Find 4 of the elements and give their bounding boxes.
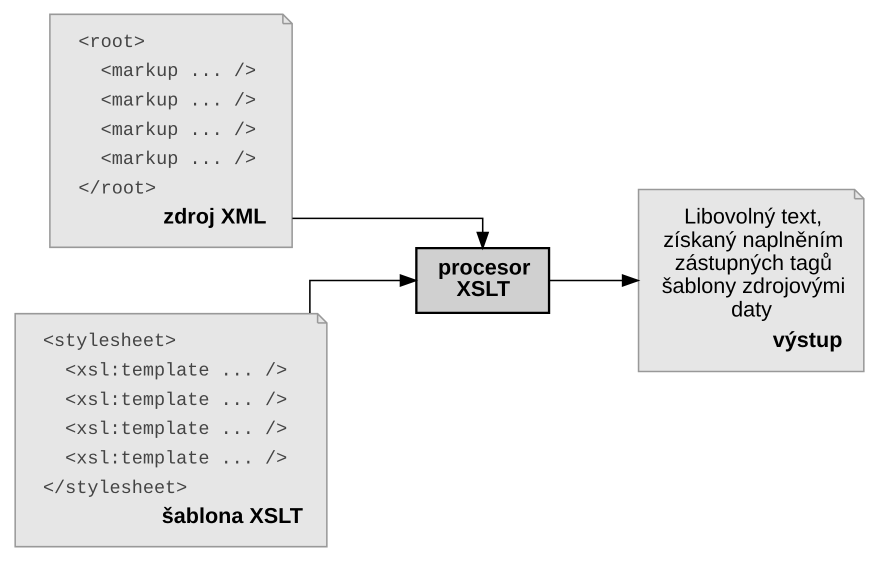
arrow [292,218,489,250]
node-box: procesor XSLT [414,246,550,314]
arrow [308,274,418,313]
arrow [548,274,640,287]
